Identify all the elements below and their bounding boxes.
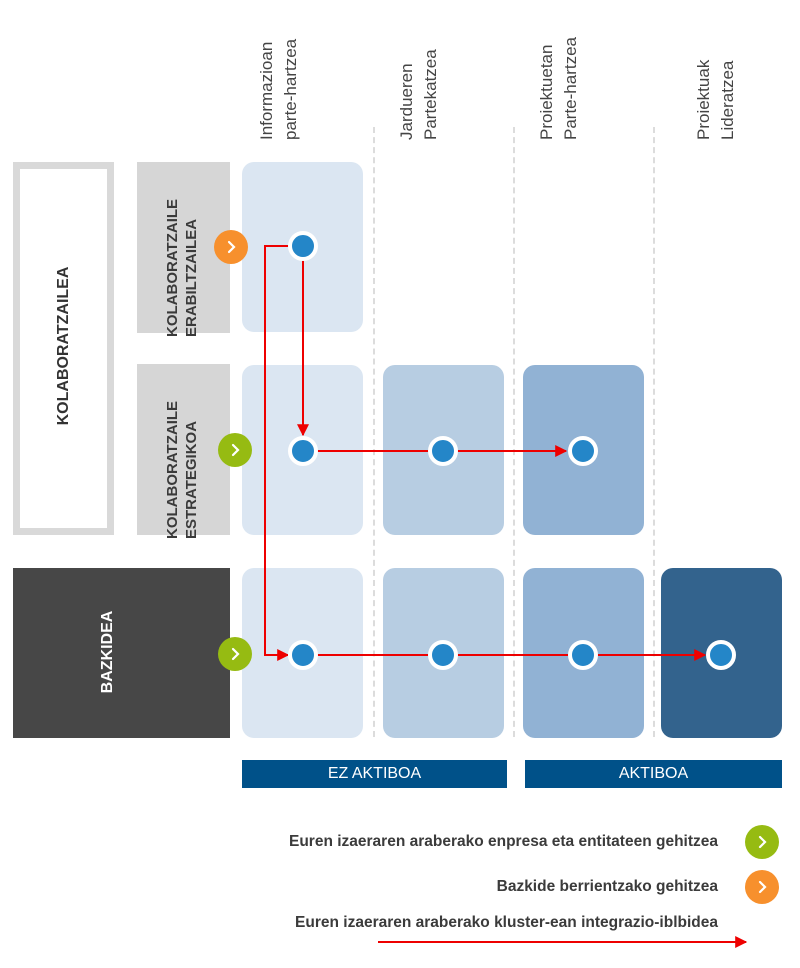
- legend-green-label: Euren izaeraren araberako enpresa eta en…: [288, 833, 718, 850]
- chevron-right-icon: [218, 637, 252, 671]
- legend-orange-label: Bazkide berrientzako gehitzea: [496, 878, 718, 895]
- column-divider: [513, 127, 515, 737]
- node-estrategikoa-1: [288, 436, 318, 466]
- legend-green-chevron-icon: [745, 825, 779, 859]
- node-bazkidea-1: [288, 640, 318, 670]
- node-bazkidea-3: [568, 640, 598, 670]
- node-erabiltzailea-1: [288, 231, 318, 261]
- legend-orange-chevron-icon: [745, 870, 779, 904]
- column-divider: [373, 127, 375, 737]
- row-label-estrategikoa: KOLABORATZAILE ESTRATEGIKOA: [137, 364, 230, 539]
- node-estrategikoa-2: [428, 436, 458, 466]
- legend-path-label: Euren izaeraren araberako kluster-ean in…: [295, 914, 718, 931]
- group-kolaboratzailea: KOLABORATZAILEA: [13, 162, 114, 535]
- status-bar-active: AKTIBOA: [525, 760, 782, 788]
- node-bazkidea-2: [428, 640, 458, 670]
- node-bazkidea-4: [706, 640, 736, 670]
- status-bar-inactive: EZ AKTIBOA: [242, 760, 507, 788]
- column-divider: [653, 127, 655, 737]
- chevron-right-icon: [218, 433, 252, 467]
- chevron-right-icon: [214, 230, 248, 264]
- path-erabiltzailea-to-bazkidea: [264, 245, 291, 661]
- node-estrategikoa-3: [568, 436, 598, 466]
- group-bazkidea: BAZKIDEA: [13, 568, 230, 738]
- status-active-label: AKTIBOA: [618, 765, 689, 782]
- status-inactive-label: EZ AKTIBOA: [327, 765, 422, 782]
